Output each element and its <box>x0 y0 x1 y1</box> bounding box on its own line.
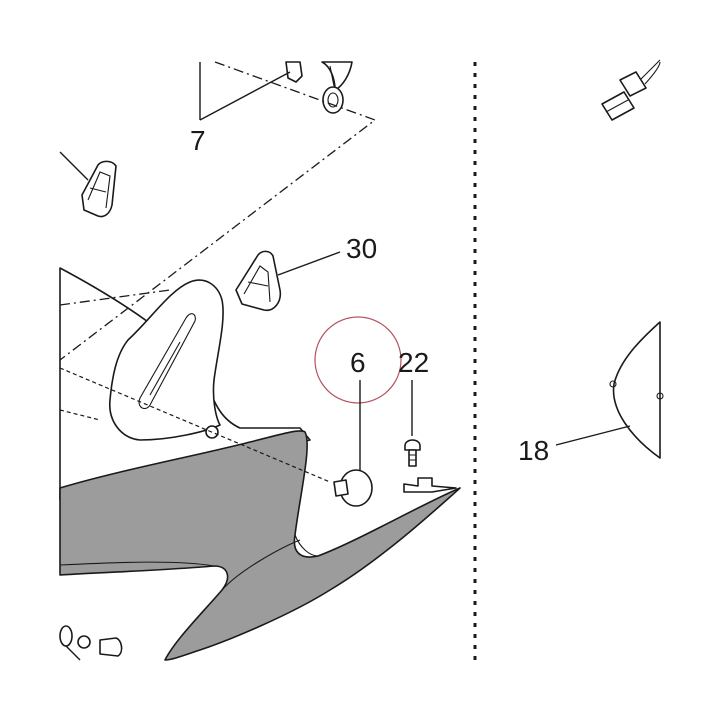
leader-7 <box>199 62 291 121</box>
grommet-part-6 <box>333 469 373 507</box>
screw-part-22 <box>403 439 457 493</box>
callout-30: 30 <box>346 233 377 264</box>
clip-part-30 <box>235 250 282 312</box>
highlight-circle <box>314 316 402 404</box>
assembly-line-a <box>59 61 377 361</box>
cover-part-18 <box>609 321 664 459</box>
hardware-bottom-left <box>59 625 123 657</box>
frame-top <box>285 61 353 114</box>
callout-6: 6 <box>350 347 366 378</box>
assembly-line-b <box>59 289 171 306</box>
clip-part-7 <box>81 160 117 218</box>
leader-18 <box>555 425 631 446</box>
leader-hardware <box>65 645 81 661</box>
leader-30 <box>277 251 341 276</box>
callout-7: 7 <box>190 125 206 156</box>
leader-clip <box>59 151 89 181</box>
bracket <box>109 279 224 441</box>
wire-connector <box>601 59 661 121</box>
callout-18: 18 <box>518 435 549 466</box>
callout-22: 22 <box>398 347 429 378</box>
fairing-panel <box>59 267 461 661</box>
fairing-grey-shell <box>59 430 461 661</box>
